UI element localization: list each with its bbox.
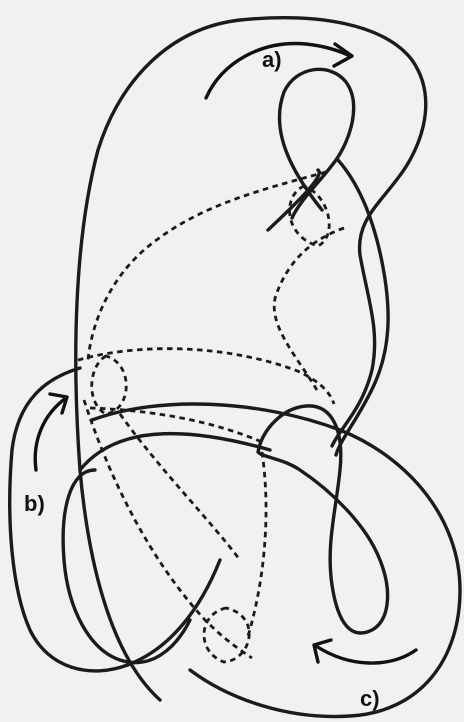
hidden-ellipse-bottom <box>204 608 249 662</box>
label-b: b) <box>24 493 45 515</box>
hidden-edge-middle <box>78 349 334 404</box>
hidden-ellipse-left <box>92 356 127 414</box>
label-a: a) <box>262 49 282 71</box>
label-c: c) <box>360 688 380 710</box>
tube-inner-loop-top <box>268 69 354 230</box>
hidden-edge-upper-2 <box>274 228 344 392</box>
tube-lower-ring-inner <box>80 434 270 470</box>
hidden-edge-upper <box>88 172 326 360</box>
arrow-a-head-icon <box>334 44 352 66</box>
tube-lower-hook <box>258 406 388 633</box>
arrow-b-icon <box>35 398 66 470</box>
tube-outer-contour <box>76 18 426 700</box>
arrow-c-icon <box>316 646 416 663</box>
hidden-edge-lower-2 <box>120 414 266 636</box>
tube-lower-ring-outer <box>92 404 460 717</box>
tube-right-strand <box>336 160 388 455</box>
